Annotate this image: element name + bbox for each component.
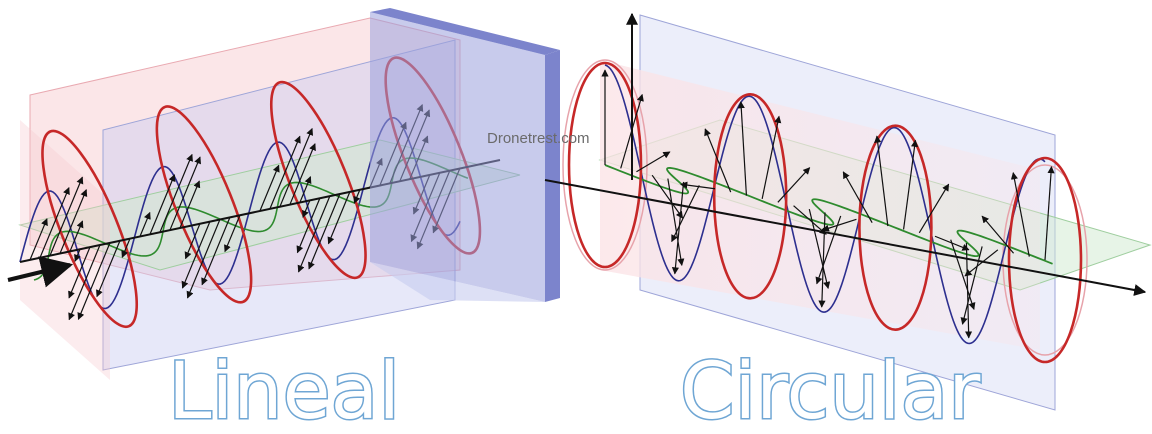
polarizer-front-face	[370, 12, 545, 302]
pink-plane-front	[20, 120, 110, 380]
field-vector	[39, 187, 70, 258]
e-field-loop	[41, 129, 139, 329]
e-field-ring	[858, 124, 933, 331]
field-vector	[299, 176, 312, 203]
field-vector	[902, 139, 919, 230]
field-vector	[121, 238, 131, 258]
field-vector	[737, 101, 748, 196]
field-vector	[149, 174, 176, 235]
field-vector	[68, 244, 101, 321]
field-vector	[296, 197, 321, 254]
field-vector	[308, 193, 341, 270]
field-vector	[159, 153, 193, 233]
field-vector	[821, 218, 857, 232]
field-vector	[201, 216, 231, 286]
field-vector	[981, 215, 1015, 254]
e-field-loop	[155, 105, 253, 304]
field-vector	[297, 195, 331, 273]
field-vector	[651, 174, 684, 219]
linear-label: Lineal	[168, 347, 400, 434]
field-vector	[269, 135, 301, 209]
circular-section	[544, 12, 1152, 411]
field-vector	[179, 180, 201, 229]
field-vector	[327, 191, 351, 245]
e-field-ring	[1007, 156, 1083, 364]
horizontal-component-wave	[604, 164, 1053, 265]
field-vector	[960, 246, 983, 325]
field-vector	[68, 246, 91, 299]
circular-waves	[567, 61, 1083, 364]
field-vector	[181, 221, 211, 289]
field-vector	[169, 156, 201, 231]
field-vector	[1044, 165, 1055, 261]
field-vector	[761, 115, 782, 200]
propagation-axis-arrow-icon	[544, 179, 1147, 296]
incoming-arrow-icon	[7, 256, 74, 288]
field-vector	[96, 240, 121, 298]
field-vector	[1010, 172, 1030, 257]
polarizer	[370, 8, 560, 302]
linear-section	[7, 17, 521, 380]
watermark-text: Dronetrest.com	[487, 130, 590, 147]
field-vector	[667, 178, 685, 266]
field-vector	[918, 183, 950, 234]
polarizer-side-face	[545, 50, 560, 302]
linear-waves	[19, 56, 501, 329]
field-vector	[59, 189, 88, 254]
field-vector	[139, 211, 151, 237]
field-vector	[29, 218, 48, 261]
field-vector	[636, 151, 671, 173]
e-field-loop	[269, 80, 367, 280]
field-vector	[186, 219, 221, 299]
field-vector	[950, 239, 976, 310]
circular-label: Circular	[680, 347, 981, 434]
field-vector	[49, 176, 84, 256]
field-vector	[302, 199, 311, 218]
field-vector	[842, 171, 873, 223]
field-vector	[184, 223, 201, 260]
e-field-ring	[712, 93, 788, 300]
field-vector	[77, 242, 111, 321]
polarizer-top-face	[370, 8, 560, 55]
field-vector	[224, 214, 241, 253]
field-vector	[69, 220, 84, 252]
field-vector	[289, 143, 316, 205]
field-vector	[671, 185, 700, 243]
field-vector	[74, 248, 81, 262]
field-vector	[259, 164, 280, 211]
polarizer-bottom-wedge	[370, 262, 545, 302]
field-vector	[874, 135, 889, 227]
vertical-component-wave	[604, 64, 1046, 345]
field-vector	[353, 189, 361, 204]
field-vector	[808, 208, 831, 290]
e-field-ring	[567, 61, 643, 269]
field-vector	[279, 127, 314, 207]
field-vector	[777, 167, 811, 203]
field-vector	[793, 205, 827, 235]
field-vector	[815, 215, 842, 285]
field-vector	[671, 181, 685, 275]
field-vector	[704, 128, 732, 193]
field-vector	[680, 181, 716, 190]
field-vector	[964, 249, 999, 277]
